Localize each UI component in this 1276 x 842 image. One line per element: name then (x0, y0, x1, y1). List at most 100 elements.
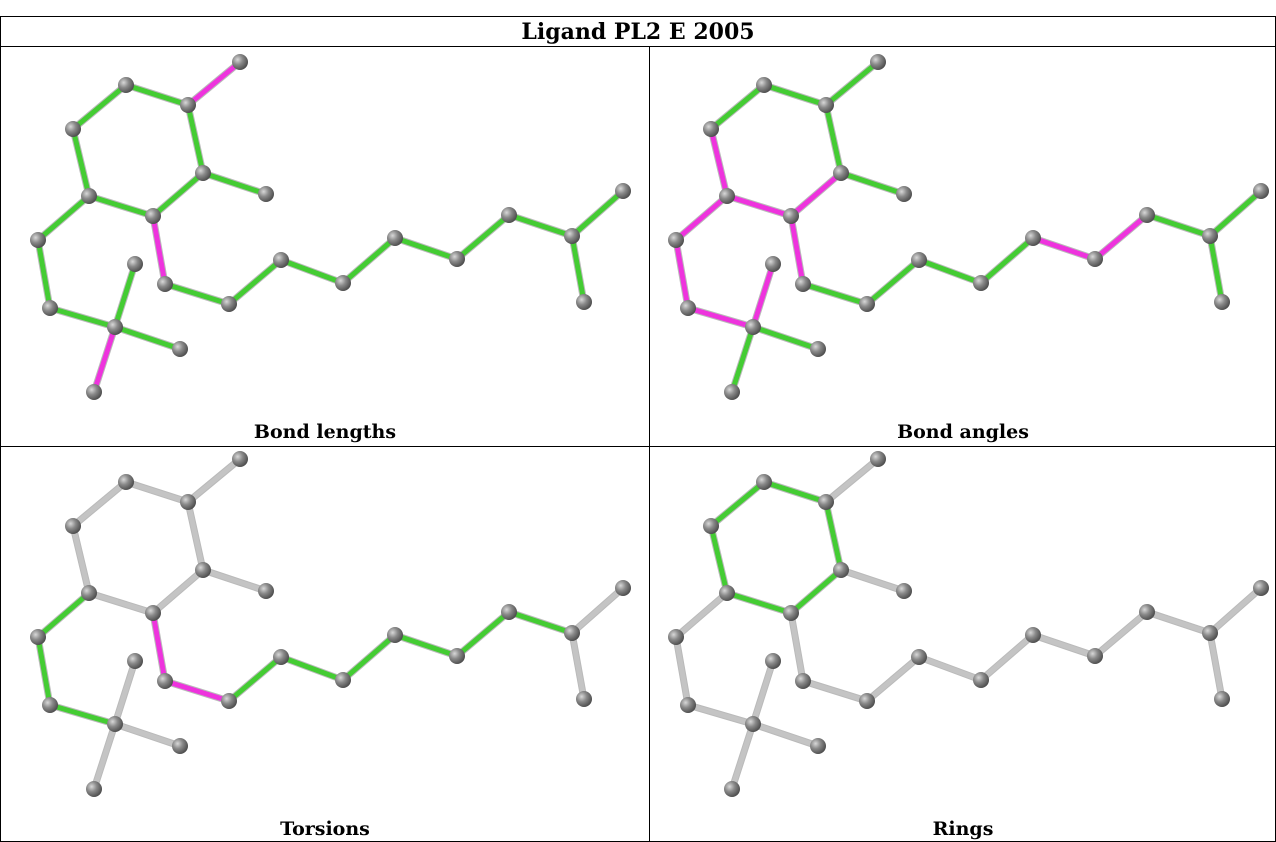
atom (335, 672, 351, 688)
bond-green (708, 479, 767, 529)
atom (1087, 251, 1103, 267)
atom (745, 716, 761, 732)
atom (335, 275, 351, 291)
bond-magenta (162, 678, 232, 704)
atom (680, 697, 696, 713)
atom (180, 494, 196, 510)
panel-rings: Rings (668, 451, 1269, 840)
bond-green (708, 82, 767, 132)
bond-grey (1207, 585, 1264, 636)
bond-grey (70, 479, 129, 529)
bond-grey (916, 654, 984, 683)
bond-green (761, 82, 829, 108)
atom (118, 474, 134, 490)
atom (81, 585, 97, 601)
bond-magenta (673, 237, 691, 311)
bond-grey (823, 456, 881, 505)
atom (86, 384, 102, 400)
bond-green (724, 590, 794, 616)
bond-grey (1207, 630, 1225, 702)
atom (180, 97, 196, 113)
bond-green (1207, 233, 1225, 305)
bond-grey (673, 634, 691, 708)
bond-grey (750, 658, 776, 727)
bond-magenta (150, 213, 168, 287)
bond-green (226, 257, 284, 307)
atom (157, 673, 173, 689)
atom (1025, 230, 1041, 246)
bond-green (35, 237, 53, 311)
atom (615, 183, 631, 199)
bond-green (278, 654, 346, 683)
bond-green (340, 235, 398, 286)
bond-green (1207, 188, 1264, 239)
bond-grey (673, 590, 730, 640)
atom (501, 207, 517, 223)
atom (387, 230, 403, 246)
bond-grey (788, 610, 806, 684)
bond-green (838, 170, 907, 197)
atom (232, 451, 248, 467)
bond-grey (70, 523, 92, 596)
bond-green (978, 235, 1036, 286)
atom (195, 562, 211, 578)
bond-grey (150, 567, 206, 616)
bond-grey (685, 702, 756, 727)
bond-grey (200, 567, 269, 594)
atom (973, 672, 989, 688)
atom (387, 627, 403, 643)
atom (859, 693, 875, 709)
atom (172, 738, 188, 754)
atom-group (30, 451, 631, 797)
bond-green (800, 281, 870, 307)
bond-green (150, 170, 206, 219)
atom (42, 300, 58, 316)
bond-magenta (788, 213, 806, 287)
atom (765, 256, 781, 272)
panel-caption: Bond lengths (254, 421, 396, 443)
bond-green (761, 479, 829, 505)
atom (564, 625, 580, 641)
bond-magenta (708, 126, 730, 199)
bond-group (672, 58, 1265, 396)
atom (719, 585, 735, 601)
atom (765, 653, 781, 669)
bond-grey (569, 585, 626, 636)
atom (896, 583, 912, 599)
atom (818, 494, 834, 510)
bond-green (569, 188, 626, 239)
bond-green (70, 126, 92, 199)
atom (911, 649, 927, 665)
atom (870, 451, 886, 467)
atom (795, 673, 811, 689)
atom (107, 319, 123, 335)
bond-green (35, 590, 92, 640)
atom-group (668, 451, 1269, 797)
bond-green (392, 235, 460, 262)
bond-grey (123, 479, 191, 505)
atom (1202, 228, 1218, 244)
atom (810, 341, 826, 357)
atom (724, 781, 740, 797)
bond-grey (1030, 632, 1098, 659)
bond-green (35, 193, 92, 243)
atom (232, 54, 248, 70)
atom (668, 629, 684, 645)
atom (810, 738, 826, 754)
bond-green (708, 523, 730, 596)
atom-group (668, 54, 1269, 400)
bond-magenta (685, 305, 756, 330)
bond-green (47, 702, 118, 727)
atom (615, 580, 631, 596)
atom (564, 228, 580, 244)
bond-green (454, 609, 512, 659)
atom (911, 252, 927, 268)
bond-magenta (724, 193, 794, 219)
bond-magenta (1030, 235, 1098, 262)
bond-green (864, 257, 922, 307)
bond-green (506, 609, 575, 636)
atom (576, 691, 592, 707)
atom (449, 648, 465, 664)
atom (783, 605, 799, 621)
atom (703, 121, 719, 137)
